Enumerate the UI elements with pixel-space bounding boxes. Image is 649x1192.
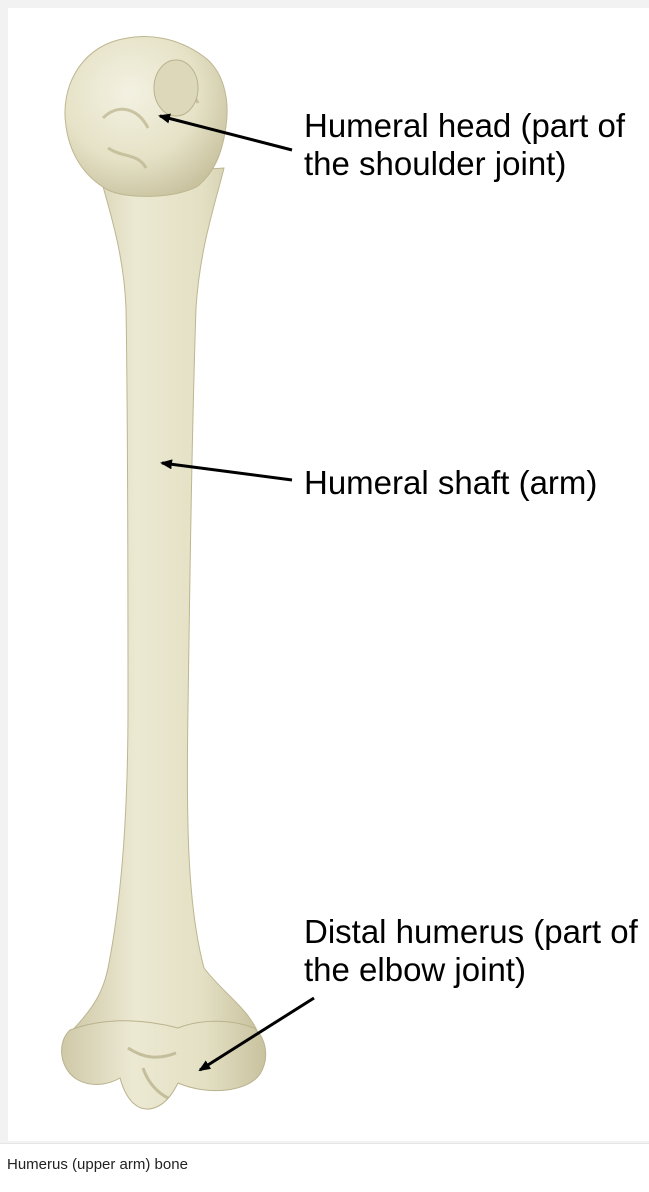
humeral-head-shape [65, 37, 227, 197]
humerus-shaft-shape [70, 168, 258, 1033]
distal-humerus-label: Distal humerus (part of the elbow joint) [304, 913, 638, 989]
greater-tubercle [154, 60, 198, 116]
humeral-shaft-label: Humeral shaft (arm) [304, 464, 597, 502]
humerus-illustration: Humeral head (part of the shoulder joint… [8, 8, 649, 1141]
caption-bar: Humerus (upper arm) bone [0, 1143, 649, 1192]
distal-humerus-label-line-1: Distal humerus (part of [304, 913, 638, 951]
humeral-head-label-line-2: the shoulder joint) [304, 145, 625, 183]
figure-caption: Humerus (upper arm) bone [7, 1156, 188, 1173]
distal-humerus-label-line-2: the elbow joint) [304, 951, 638, 989]
humerus-bone [62, 37, 266, 1110]
humeral-head-label: Humeral head (part of the shoulder joint… [304, 107, 625, 183]
humeral-head-label-line-1: Humeral head (part of [304, 107, 625, 145]
